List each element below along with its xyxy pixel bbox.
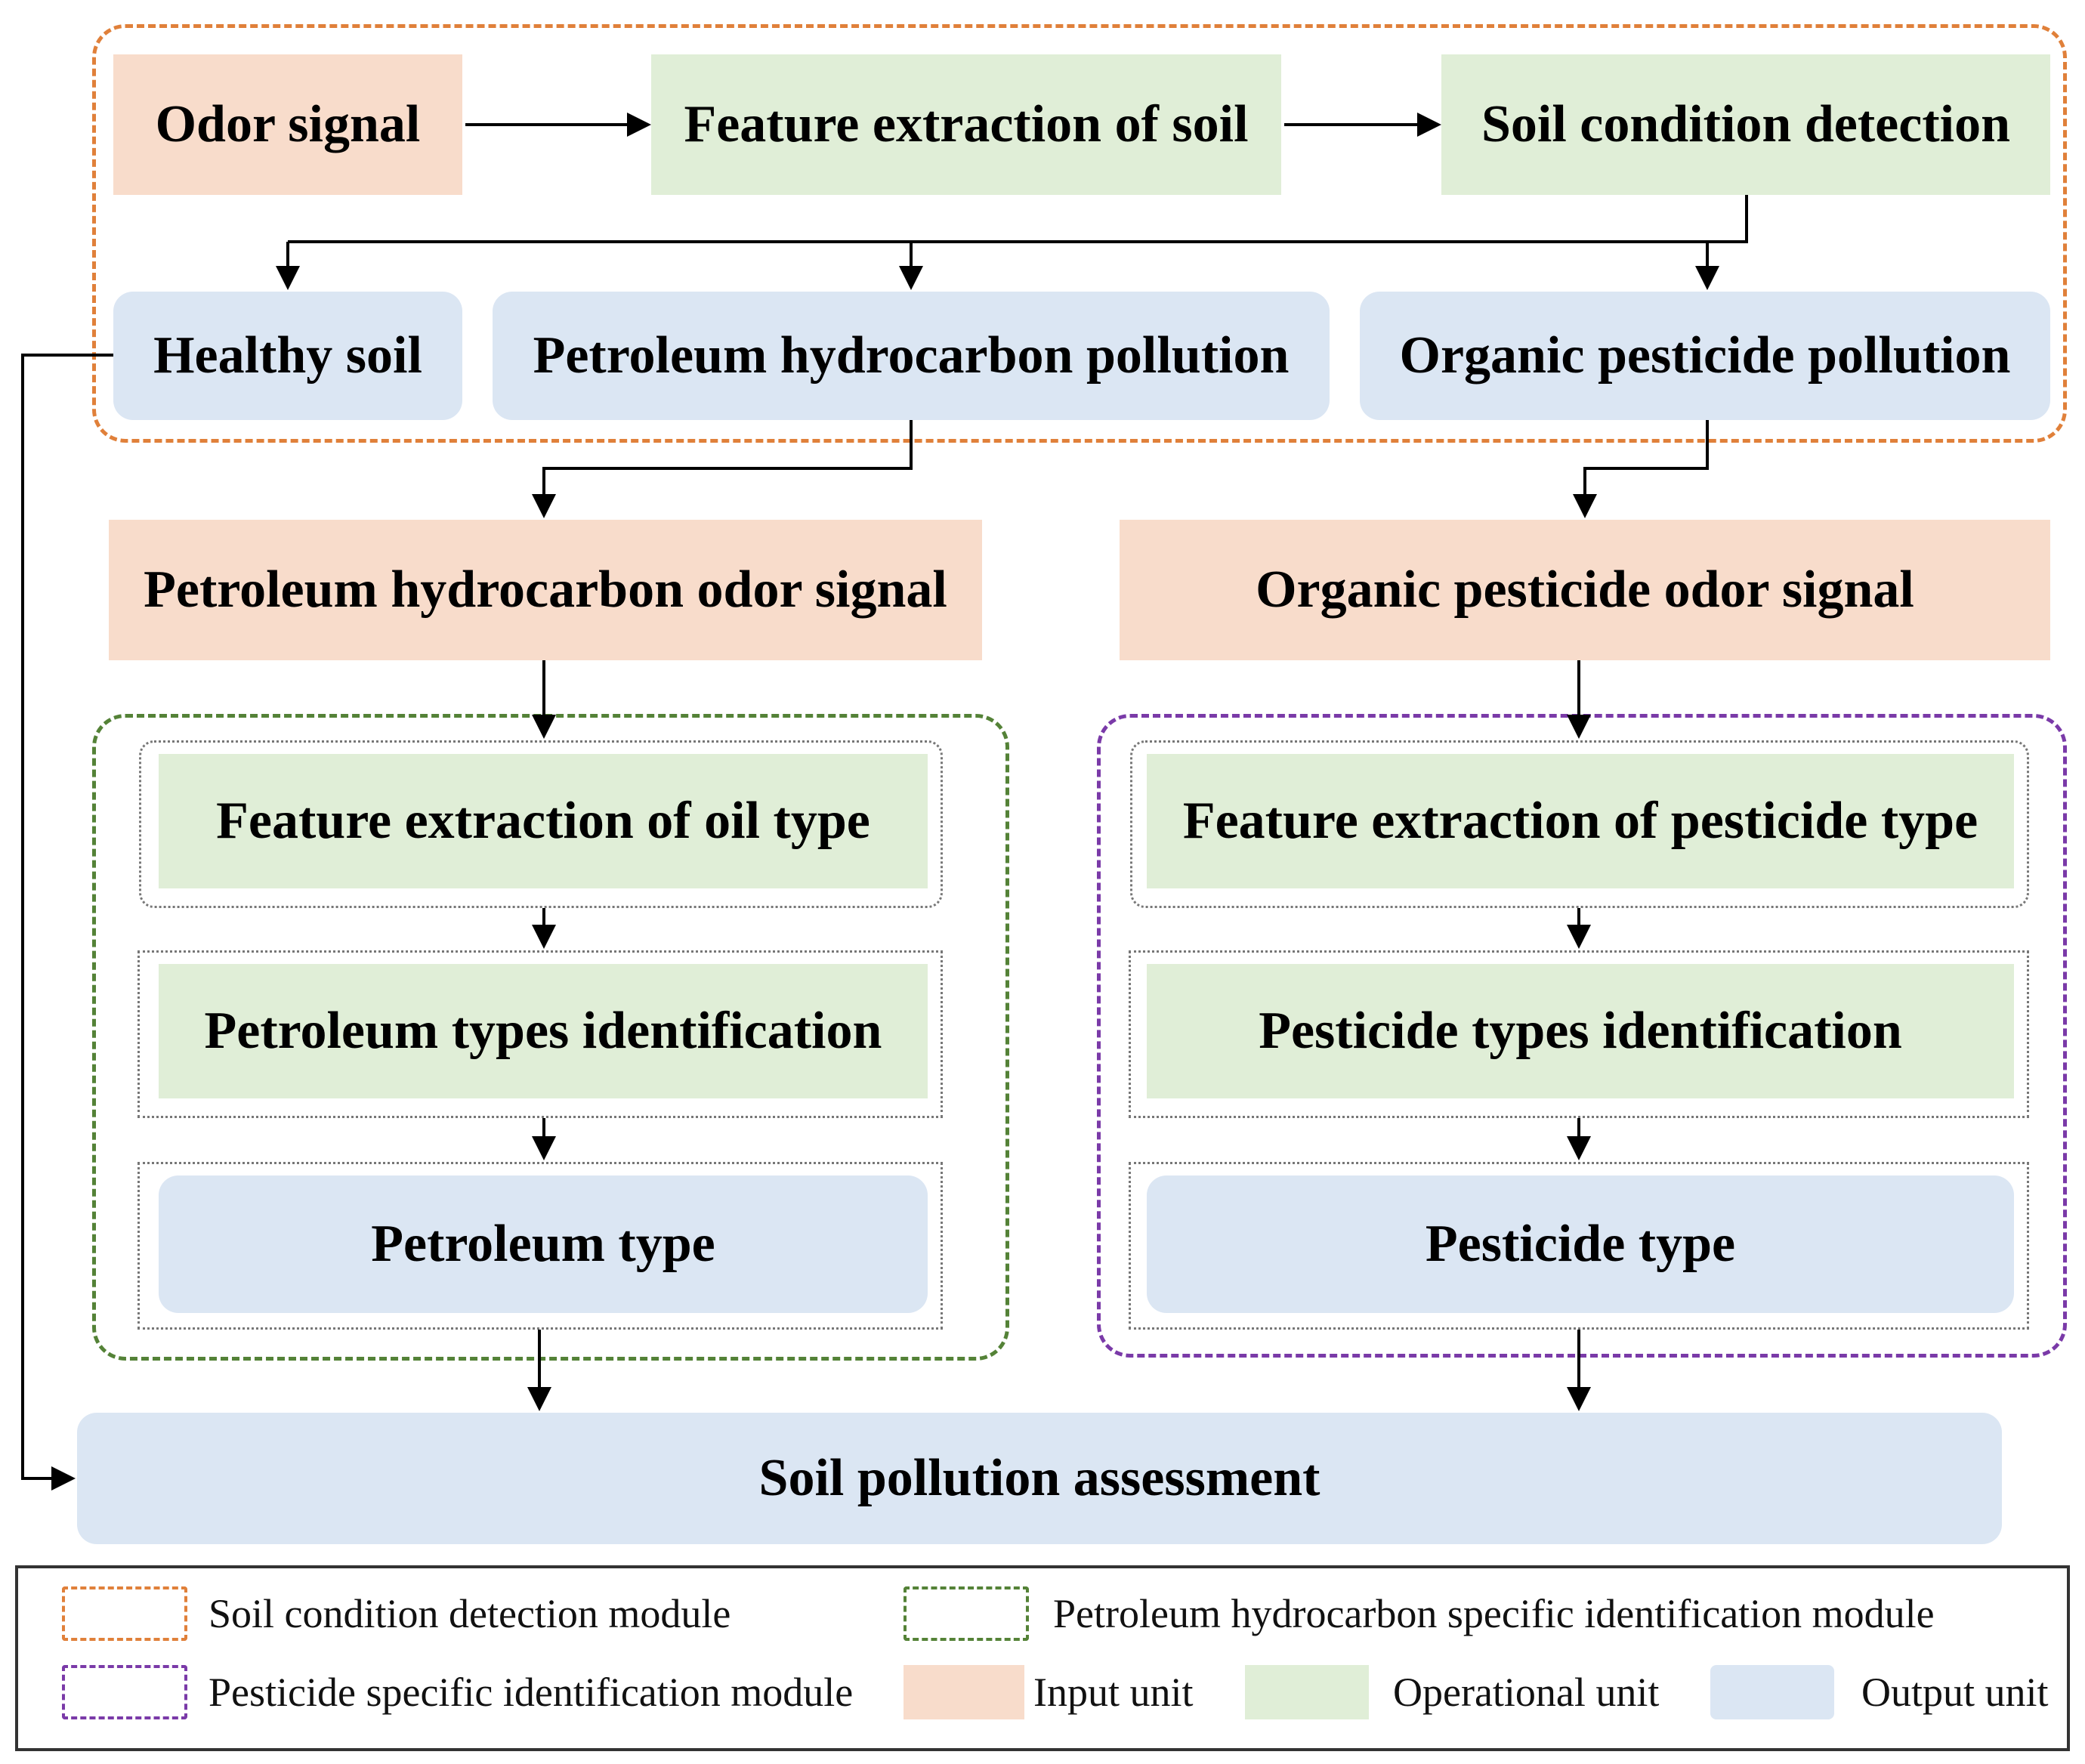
feature-extraction-pesticide-label: Feature extraction of pesticide type bbox=[1182, 792, 1978, 850]
legend-label-petroleum-module: Petroleum hydrocarbon specific identific… bbox=[1053, 1591, 1935, 1636]
pesticide-identification-node: Pesticide types identification bbox=[1147, 964, 2014, 1098]
pesticide-odor-signal-node: Organic pesticide odor signal bbox=[1120, 520, 2050, 660]
legend-label-soil-module: Soil condition detection module bbox=[208, 1591, 731, 1636]
pesticide-feature-frame bbox=[1130, 740, 2029, 908]
petroleum-type-node: Petroleum type bbox=[159, 1175, 928, 1313]
petroleum-identification-frame bbox=[137, 950, 943, 1118]
petroleum-identification-node: Petroleum types identification bbox=[159, 964, 928, 1098]
soil-condition-detection-node: Soil condition detection bbox=[1441, 54, 2050, 195]
petroleum-pollution-node: Petroleum hydrocarbon pollution bbox=[493, 292, 1330, 420]
soil-condition-module-frame bbox=[92, 24, 2067, 443]
pesticide-identification-frame bbox=[1129, 950, 2029, 1118]
pesticide-type-label: Pesticide type bbox=[1425, 1215, 1736, 1273]
petroleum-pollution-label: Petroleum hydrocarbon pollution bbox=[533, 326, 1290, 385]
legend-swatch-pesticide-module bbox=[62, 1665, 187, 1719]
petroleum-odor-signal-label: Petroleum hydrocarbon odor signal bbox=[144, 561, 947, 619]
healthy-soil-label: Healthy soil bbox=[153, 326, 422, 385]
odor-signal-node: Odor signal bbox=[113, 54, 462, 195]
feature-extraction-oil-label: Feature extraction of oil type bbox=[216, 792, 870, 850]
healthy-soil-node: Healthy soil bbox=[113, 292, 462, 420]
legend-label-output: Output unit bbox=[1861, 1670, 2049, 1715]
pesticide-pollution-label: Organic pesticide pollution bbox=[1399, 326, 2011, 385]
petroleum-odor-signal-node: Petroleum hydrocarbon odor signal bbox=[109, 520, 982, 660]
legend-swatch-output bbox=[1710, 1665, 1834, 1719]
pesticide-identification-label: Pesticide types identification bbox=[1259, 1002, 1902, 1060]
arrow-petroleum-to-odor bbox=[532, 420, 913, 518]
oil-feature-frame bbox=[139, 740, 943, 908]
feature-extraction-soil-node: Feature extraction of soil bbox=[651, 54, 1281, 195]
petroleum-identification-label: Petroleum types identification bbox=[204, 1002, 882, 1060]
legend-label-operational: Operational unit bbox=[1393, 1670, 1660, 1715]
feature-extraction-pesticide-node: Feature extraction of pesticide type bbox=[1147, 754, 2014, 888]
soil-pollution-assessment-node: Soil pollution assessment bbox=[77, 1413, 2002, 1544]
pesticide-type-node: Pesticide type bbox=[1147, 1175, 2014, 1313]
legend-swatch-petroleum-module bbox=[904, 1586, 1029, 1641]
petroleum-type-label: Petroleum type bbox=[371, 1215, 715, 1273]
soil-condition-detection-label: Soil condition detection bbox=[1481, 95, 2011, 153]
pesticide-pollution-node: Organic pesticide pollution bbox=[1360, 292, 2050, 420]
soil-pollution-assessment-label: Soil pollution assessment bbox=[758, 1449, 1320, 1507]
branch-bus bbox=[288, 195, 1748, 243]
legend bbox=[15, 1565, 2070, 1751]
legend-swatch-input bbox=[904, 1665, 1024, 1719]
legend-swatch-operational bbox=[1245, 1665, 1369, 1719]
legend-label-pesticide-module: Pesticide specific identification module bbox=[208, 1670, 854, 1715]
petroleum-type-frame bbox=[137, 1162, 943, 1330]
pesticide-type-frame bbox=[1129, 1162, 2029, 1330]
legend-swatch-soil-module bbox=[62, 1586, 187, 1641]
odor-signal-label: Odor signal bbox=[155, 95, 421, 153]
feature-extraction-oil-node: Feature extraction of oil type bbox=[159, 754, 928, 888]
legend-label-input: Input unit bbox=[1033, 1670, 1194, 1715]
pesticide-odor-signal-label: Organic pesticide odor signal bbox=[1256, 561, 1914, 619]
arrow-pesticide-to-odor bbox=[1573, 420, 1709, 518]
arrow-healthy-to-assessment bbox=[21, 354, 113, 1491]
feature-extraction-soil-label: Feature extraction of soil bbox=[684, 95, 1249, 153]
